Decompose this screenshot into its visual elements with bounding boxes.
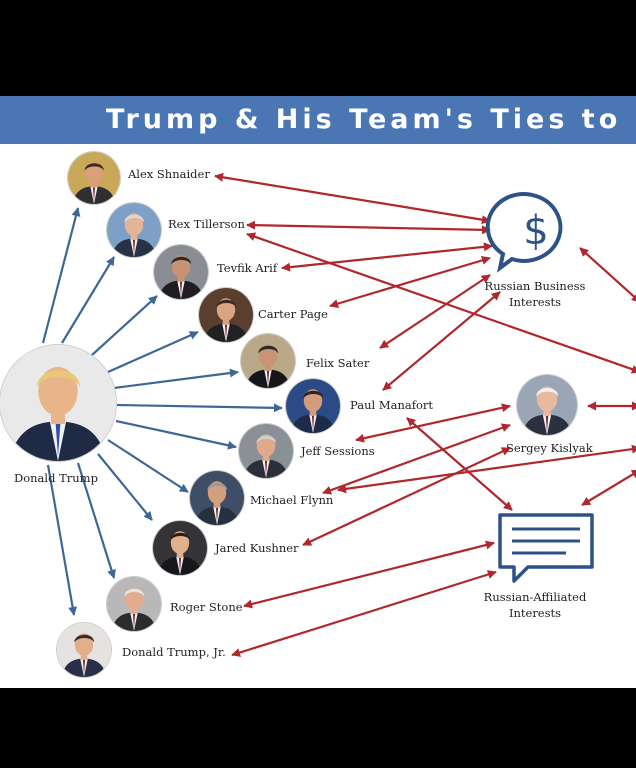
- person-name-stone: Roger Stone: [170, 600, 243, 614]
- portrait-sater: [241, 334, 295, 388]
- portrait-arif: [154, 245, 208, 299]
- arrow-trump-to-sessions: [115, 419, 237, 450]
- arrow-tillerson-business: [246, 220, 491, 235]
- arrow-trump-to-trumpjr: [46, 464, 78, 616]
- hub-label-line1: Russian-Affiliated: [483, 590, 587, 604]
- portrait-trump: [0, 345, 116, 461]
- portrait-page: [199, 288, 253, 342]
- portrait-shnaider: [68, 152, 120, 204]
- dollar-sign-glyph: $: [523, 208, 548, 254]
- person-name-trump: Donald Trump: [14, 471, 98, 485]
- document-speech-bubble-icon: [498, 513, 594, 583]
- arrow-trump-to-manafort: [116, 403, 283, 413]
- title-banner: Trump & His Team's Ties to Rus: [0, 96, 636, 144]
- arrow-manafort-affiliated: [406, 417, 513, 511]
- person-name-shnaider: Alex Shnaider: [128, 167, 210, 181]
- hub-label-line2: Interests: [508, 606, 562, 620]
- portrait-flynn: [190, 471, 244, 525]
- person-name-tillerson: Rex Tillerson: [168, 217, 245, 231]
- arrow-trump-to-stone: [76, 462, 116, 579]
- hub-label-line1: Russian Business: [484, 279, 586, 293]
- portrait-sessions: [239, 424, 293, 478]
- person-name-page: Carter Page: [258, 307, 328, 321]
- arrow-trump-to-kushner: [97, 453, 153, 521]
- person-name-manafort: Paul Manafort: [350, 398, 434, 412]
- person-name-kislyak: Sergey Kislyak: [506, 441, 593, 455]
- portrait-trumpjr: [57, 623, 111, 677]
- portrait-manafort: [286, 379, 340, 433]
- portrait-stone: [107, 577, 161, 631]
- arrow-business-offright: [579, 247, 636, 303]
- person-name-kushner: Jared Kushner: [215, 541, 299, 555]
- hub-label-line2: Interests: [508, 295, 562, 309]
- person-name-sater: Felix Sater: [306, 356, 370, 370]
- arrow-trump-to-flynn: [107, 439, 189, 493]
- portrait-tillerson: [107, 203, 161, 257]
- portrait-kislyak: [517, 375, 577, 435]
- arrow-trump-to-tillerson: [61, 256, 115, 344]
- person-name-arif: Tevfik Arif: [217, 261, 278, 275]
- portrait-kushner: [153, 521, 207, 575]
- arrow-trump-to-page: [107, 330, 199, 374]
- arrow-trump-to-shnaider: [41, 207, 81, 344]
- dollar-speech-bubble-icon: $: [485, 192, 563, 273]
- arrow-affiliated-offright: [581, 469, 636, 506]
- person-name-trumpjr: Donald Trump, Jr.: [122, 645, 226, 659]
- person-name-flynn: Michael Flynn: [250, 493, 334, 507]
- arrow-trump-to-sater: [113, 368, 239, 390]
- diagram-title: Trump & His Team's Ties to Rus: [106, 104, 636, 135]
- arrow-page-business: [329, 256, 491, 308]
- arrow-tillerson-offright: [246, 232, 636, 374]
- arrow-trumpjr-affiliated: [231, 570, 497, 657]
- arrow-shnaider-business: [214, 172, 491, 225]
- arrow-trump-to-arif: [91, 295, 158, 356]
- person-name-sessions: Jeff Sessions: [301, 444, 375, 458]
